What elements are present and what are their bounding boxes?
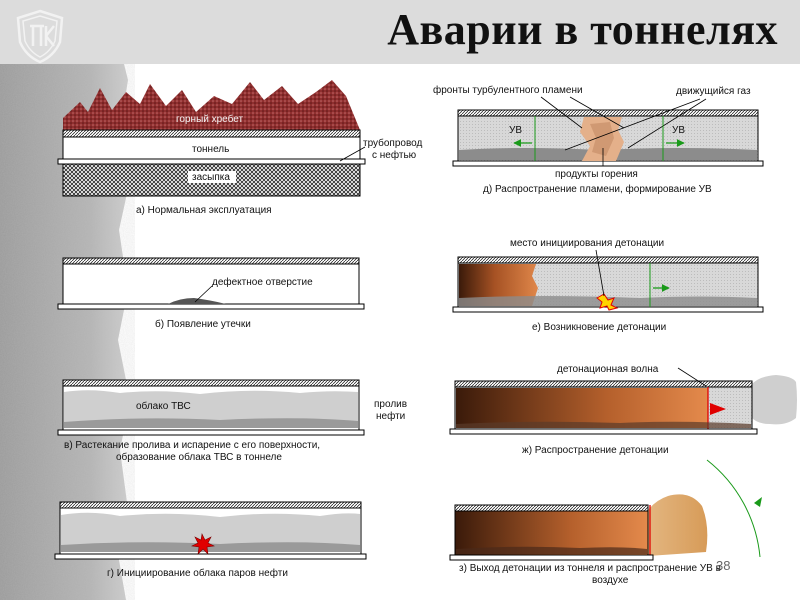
pipeline-label-line2: с нефтью <box>372 149 417 161</box>
caption-a: а) Нормальная эксплуатация <box>136 205 272 216</box>
panel-d-flame-propagation: фронты турбулентного пламени движущийся … <box>433 84 764 195</box>
caption-v-line1: в) Растекание пролива и испарение с его … <box>64 440 320 451</box>
panel-v-vapor-cloud: облако ТВС пролив нефти в) Растекание пр… <box>57 379 407 463</box>
panel-e-detonation-onset: место инициирования детонации е) Возникн… <box>452 238 764 333</box>
panel-a-normal-operation: горный хребет тоннель засыпка трубопрово… <box>57 80 423 216</box>
spill-label-line1: пролив <box>374 399 407 410</box>
caption-zh: ж) Распространение детонации <box>522 445 669 456</box>
pipeline-label-line1: трубопровод <box>363 137 423 149</box>
ignition-spark-icon <box>191 533 215 555</box>
shock-wave-right-label: УВ <box>672 125 685 136</box>
mountain-ridge <box>63 80 360 130</box>
combustion-products-label: продукты горения <box>555 169 638 180</box>
slide-title: Аварии в тоннелях <box>387 5 778 54</box>
caption-v-line2: образование облака ТВС в тоннеле <box>116 451 282 463</box>
ridge-label: горный хребет <box>176 113 243 125</box>
caption-z-line2: воздухе <box>592 575 629 586</box>
caption-g: г) Инициирование облака паров нефти <box>107 567 288 579</box>
backfill-label: засыпка <box>192 172 230 183</box>
page-number: 38 <box>716 558 730 573</box>
panel-z-detonation-exit: 38 з) Выход детонации из тоннеля и распр… <box>449 459 762 586</box>
caption-e: е) Возникновение детонации <box>532 322 666 333</box>
caption-b: б) Появление утечки <box>155 318 251 330</box>
caption-d: д) Распространение пламени, формирование… <box>483 183 712 195</box>
moving-gas-label: движущийся газ <box>676 86 751 97</box>
title-bar <box>0 0 800 64</box>
vapor-cloud-label: облако ТВС <box>136 400 191 412</box>
panel-g-initiation: г) Инициирование облака паров нефти <box>54 501 367 579</box>
shield-logo-icon <box>14 8 66 64</box>
detonation-spark-icon <box>596 293 619 311</box>
flame-fronts-label: фронты турбулентного пламени <box>433 84 583 96</box>
spill-label-line2: нефти <box>376 410 405 422</box>
panel-zh-detonation-propagation: детонационная волна ж) Распространение д… <box>449 364 797 456</box>
defect-hole-label: дефектное отверстие <box>212 276 313 288</box>
caption-z-line1: з) Выход детонации из тоннеля и распрост… <box>459 563 721 574</box>
shock-wave-left-label: УВ <box>509 125 522 136</box>
detonation-site-label: место инициирования детонации <box>510 238 664 249</box>
tunnel-label: тоннель <box>192 144 229 155</box>
detonation-wave-label: детонационная волна <box>557 364 659 375</box>
panel-b-leak: дефектное отверстие б) Появление утечки <box>57 257 365 330</box>
